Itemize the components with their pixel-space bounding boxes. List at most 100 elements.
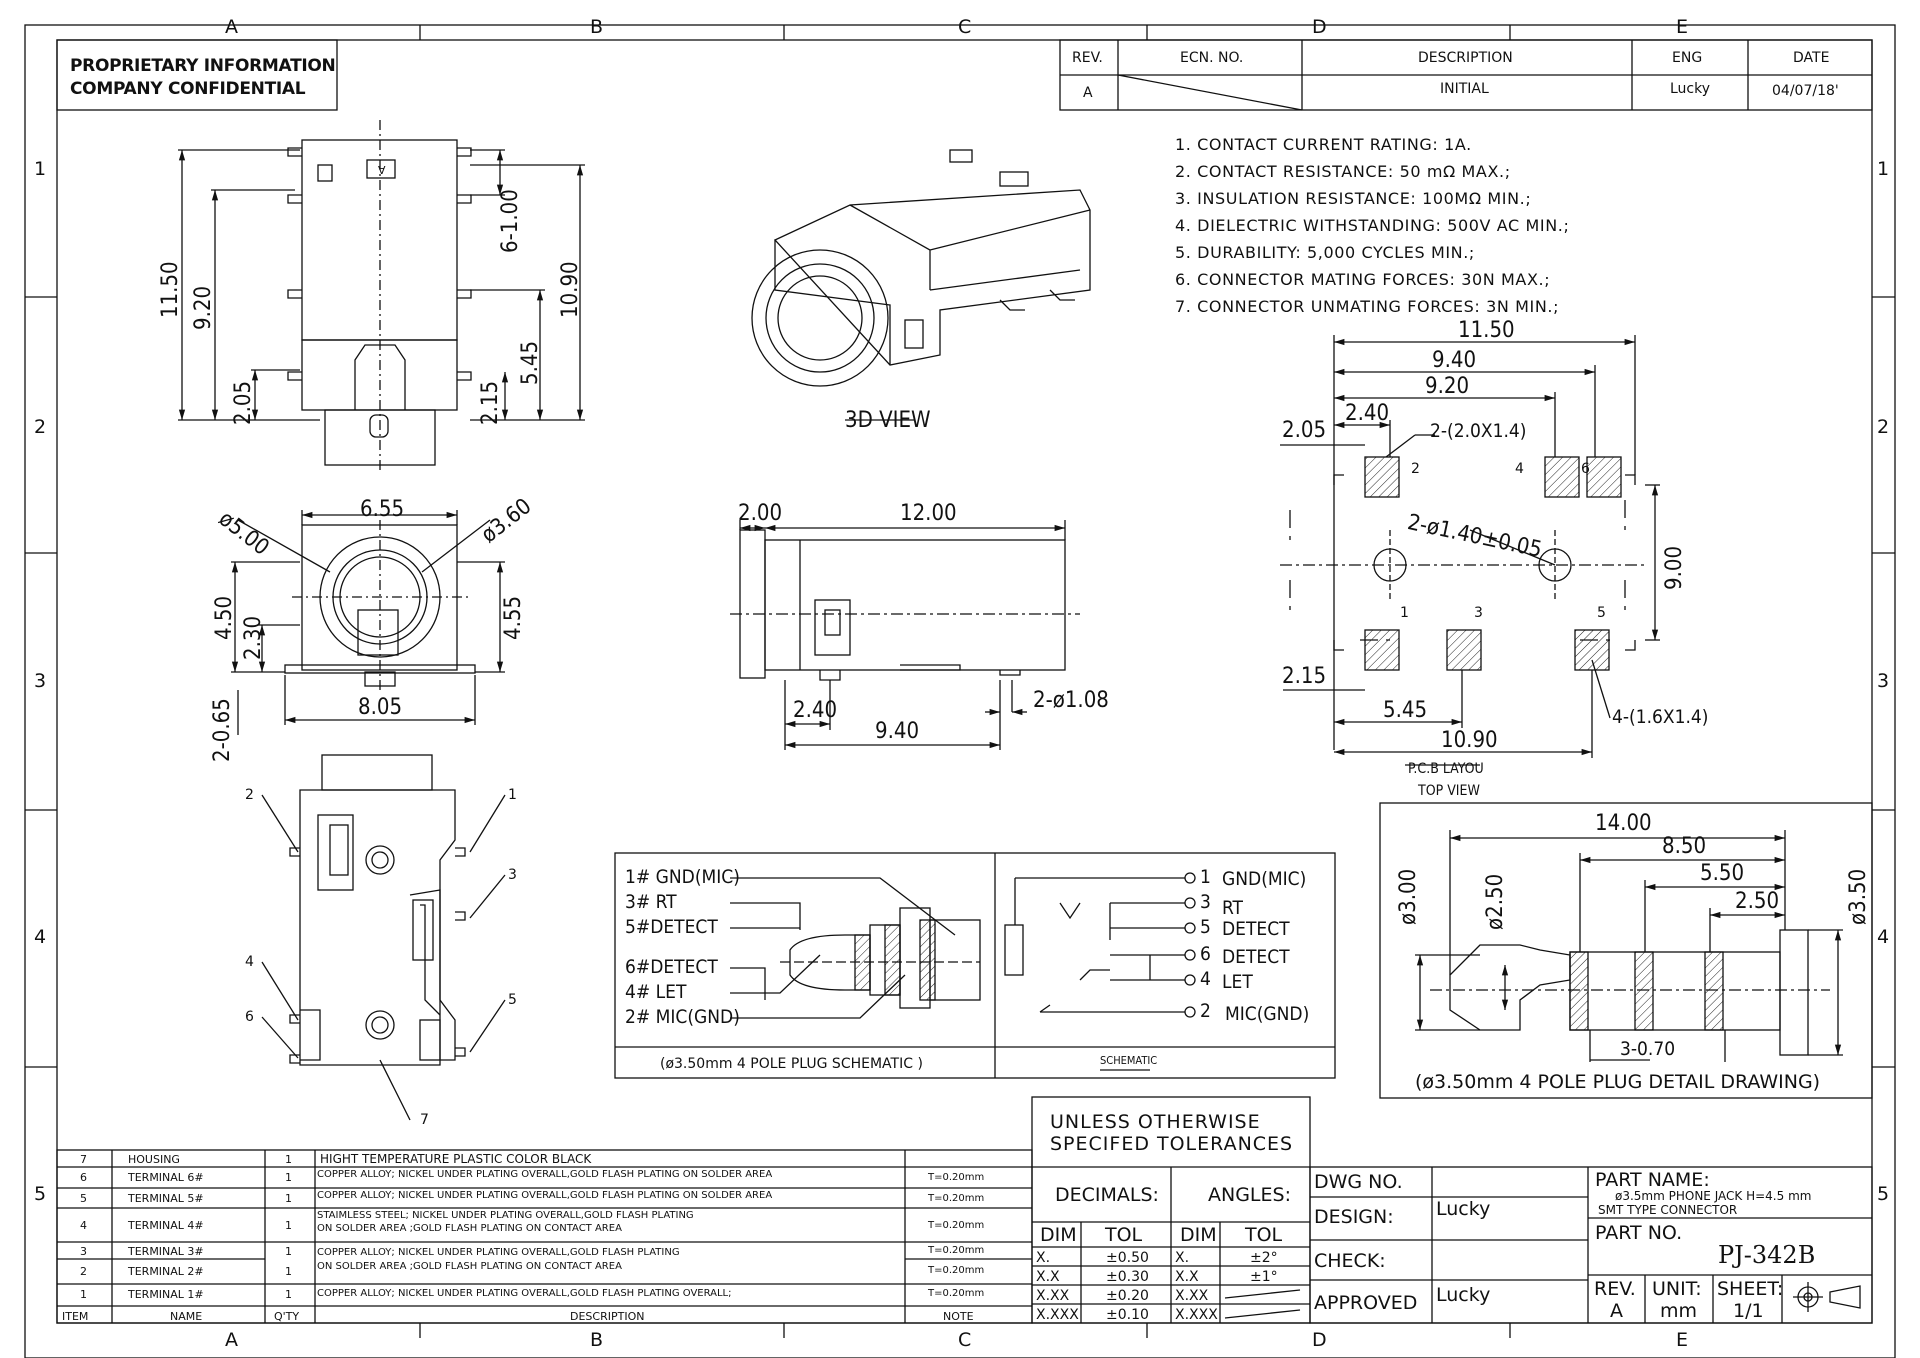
bom-desc: COPPER ALLOY; NICKEL UNDER PLATING OVERA… [317, 1169, 773, 1180]
ang-dim: X. [1175, 1250, 1190, 1266]
pcb-dim-9-00: 9.00 [1662, 545, 1687, 590]
dec-tol: ±0.50 [1106, 1250, 1149, 1266]
plug-label-3: 3# RT [625, 891, 677, 913]
bom-name: TERMINAL 5# [128, 1192, 204, 1205]
bom-header-qty: Q'TY [274, 1310, 300, 1323]
bom-name: TERMINAL 3# [128, 1245, 204, 1258]
bom-qty: 1 [285, 1245, 292, 1258]
plug-label-1: 1# GND(MIC) [625, 866, 740, 888]
bom-note: T=0.20mm [928, 1220, 985, 1231]
plug-detail-caption: (ø3.50mm 4 POLE PLUG DETAIL DRAWING) [1415, 1071, 1821, 1093]
side-dim-2-dia-1-08: 2-ø1.08 [1033, 688, 1109, 713]
zone-row-1-right: 1 [1877, 158, 1890, 180]
dec-tol: ±0.30 [1106, 1269, 1149, 1285]
bom-item: 3 [80, 1245, 87, 1258]
check-label: CHECK: [1314, 1250, 1386, 1272]
ang-tol-header: TOL [1245, 1224, 1283, 1246]
pcb-pad-bottom-note: 4-(1.6X1.4) [1612, 706, 1709, 728]
note-2: 2. CONTACT RESISTANCE: 50 mΩ MAX.; [1175, 162, 1511, 181]
bom-header-item: ITEM [62, 1310, 89, 1323]
bom-desc-2: ON SOLDER AREA ;GOLD FLASH PLATING ON CO… [317, 1223, 622, 1234]
zone-col-d-top: D [1312, 16, 1327, 38]
zone-col-b-bottom: B [590, 1329, 604, 1351]
confidential-line-2: COMPANY CONFIDENTIAL [70, 79, 306, 99]
pcb-pin-6: 6 [1581, 461, 1590, 477]
pcb-pin-1: 1 [1400, 605, 1409, 621]
bom-note: T=0.20mm [928, 1193, 985, 1204]
plug-label-4: 4# LET [625, 981, 687, 1003]
plug-dim-8-50: 8.50 [1662, 834, 1707, 859]
pcb-dim-9-20: 9.20 [1425, 374, 1470, 399]
bom-qty: 1 [285, 1171, 292, 1184]
rev-header-description: DESCRIPTION [1418, 50, 1513, 66]
side-dim-2-00: 2.00 [738, 501, 783, 526]
bom-item: 2 [80, 1265, 87, 1278]
pcb-dim-9-40: 9.40 [1432, 348, 1477, 373]
zone-col-a-top: A [225, 16, 238, 38]
bom-note: T=0.20mm [928, 1288, 985, 1299]
zone-col-d-bottom: D [1312, 1329, 1327, 1351]
part-name-line-1: ø3.5mm PHONE JACK H=4.5 mm [1615, 1189, 1812, 1203]
pcb-dim-2-05: 2.05 [1282, 418, 1327, 443]
pcb-pin-4: 4 [1515, 461, 1524, 477]
pcb-pin-5: 5 [1597, 605, 1606, 621]
sch-name-6: DETECT [1222, 946, 1290, 968]
bom-item: 6 [80, 1171, 87, 1184]
outer-border [24, 24, 1896, 1358]
note-3: 3. INSULATION RESISTANCE: 100MΩ MIN.; [1175, 189, 1532, 208]
bom-name: TERMINAL 2# [128, 1265, 204, 1278]
top-dim-9-20: 9.20 [191, 285, 216, 330]
dec-dim: X.XXX [1036, 1307, 1079, 1323]
zone-row-3-left: 3 [34, 670, 47, 692]
pcb-title: P.C.B LAYOU [1408, 761, 1484, 777]
front-dim-8-05: 8.05 [358, 695, 403, 720]
sch-name-3: RT [1222, 897, 1243, 919]
confidential-line-1: PROPRIETARY INFORMATION [70, 56, 336, 76]
sch-name-1: GND(MIC) [1222, 868, 1307, 890]
plug-label-2: 2# MIC(GND) [625, 1006, 740, 1028]
bom-header-name: NAME [170, 1310, 203, 1323]
bom-qty: 1 [285, 1192, 292, 1205]
bom-header-note: NOTE [943, 1310, 974, 1323]
pcb-pad-top-note: 2-(2.0X1.4) [1430, 420, 1527, 442]
zone-col-c-top: C [958, 16, 972, 38]
note-5: 5. DURABILITY: 5,000 CYCLES MIN.; [1175, 243, 1475, 262]
zone-col-b-top: B [590, 16, 604, 38]
ang-dim-header: DIM [1180, 1224, 1217, 1246]
note-4: 4. DIELECTRIC WITHSTANDING: 500V AC MIN.… [1175, 216, 1570, 235]
part-name-label: PART NAME: [1595, 1169, 1710, 1191]
sch-pin-4: 4 [1200, 968, 1211, 990]
bom-header-description: DESCRIPTION [570, 1310, 645, 1323]
callout-2: 2 [245, 787, 254, 803]
side-dim-9-40: 9.40 [875, 719, 920, 744]
plug-dim-5-50: 5.50 [1700, 861, 1745, 886]
bom-qty: 1 [285, 1265, 292, 1278]
sch-name-5: DETECT [1222, 918, 1290, 940]
top-dim-11-50: 11.50 [158, 261, 183, 318]
sch-pin-3: 3 [1200, 891, 1211, 913]
sch-pin-6: 6 [1200, 943, 1211, 965]
part-no-label: PART NO. [1595, 1222, 1683, 1244]
rev-value: A [1610, 1300, 1623, 1322]
decimals-label: DECIMALS: [1055, 1184, 1159, 1206]
callout-5: 5 [508, 992, 517, 1008]
sch-pin-1: 1 [1200, 866, 1211, 888]
pcb-pin-3: 3 [1474, 605, 1483, 621]
bom-name: TERMINAL 1# [128, 1288, 204, 1301]
zone-row-5-right: 5 [1877, 1183, 1890, 1205]
pcb-dim-11-50: 11.50 [1458, 318, 1515, 343]
schematic-caption: SCHEMATIC [1100, 1054, 1158, 1067]
sch-name-2: MIC(GND) [1225, 1003, 1310, 1025]
rev-value-eng: Lucky [1670, 81, 1711, 97]
front-dim-4-55: 4.55 [501, 595, 526, 640]
ang-tol: ±2° [1250, 1250, 1278, 1266]
top-dim-6-1-00: 6-1.00 [498, 189, 523, 253]
callout-6: 6 [245, 1009, 254, 1025]
note-6: 6. CONNECTOR MATING FORCES: 30N MAX.; [1175, 270, 1551, 289]
top-view-marker: A [378, 163, 386, 176]
pcb-dim-10-90: 10.90 [1441, 728, 1498, 753]
sch-name-4: LET [1222, 971, 1253, 993]
top-dim-2-05: 2.05 [231, 380, 256, 425]
